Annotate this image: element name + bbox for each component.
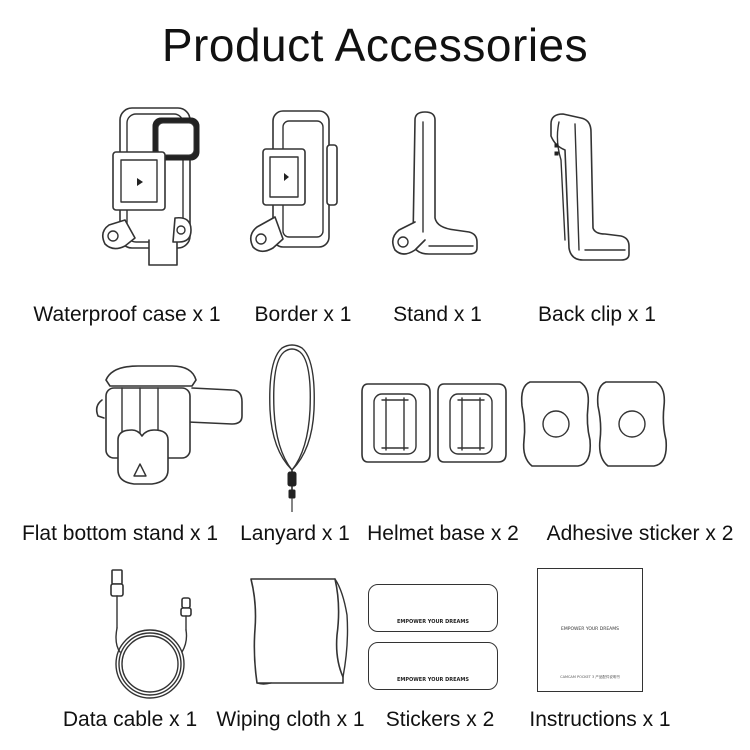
back-clip-label: Back clip x 1 xyxy=(538,303,656,326)
flat-bottom-stand-icon xyxy=(95,365,243,485)
wiping-cloth-label: Wiping cloth x 1 xyxy=(216,708,365,731)
adhesive-sticker-label: Adhesive sticker x 2 xyxy=(546,522,734,545)
stand-icon xyxy=(391,111,478,255)
data-cable-icon xyxy=(110,569,192,699)
sticker-card-text: EMPOWER YOUR DREAMS xyxy=(396,677,470,683)
adhesive-sticker-icon xyxy=(520,381,668,467)
helmet-base-icon xyxy=(361,383,507,463)
sticker-card-2: EMPOWER YOUR DREAMS xyxy=(368,642,498,690)
sticker-card-1: EMPOWER YOUR DREAMS xyxy=(368,584,498,632)
instructions-header-text: EMPOWER YOUR DREAMS xyxy=(561,627,619,632)
instructions-booklet: EMPOWER YOUR DREAMS CAMCAM POCKET 3 产品配件… xyxy=(537,568,643,692)
instructions-footer-text: CAMCAM POCKET 3 产品配件说明书 xyxy=(560,675,620,679)
waterproof-case-icon xyxy=(101,107,200,266)
sticker-card-text: EMPOWER YOUR DREAMS xyxy=(396,619,470,625)
page-title: Product Accessories xyxy=(161,19,589,71)
border-label: Border x 1 xyxy=(254,303,352,326)
waterproof-case-label: Waterproof case x 1 xyxy=(33,303,221,326)
lanyard-label: Lanyard x 1 xyxy=(240,522,350,545)
border-frame-icon xyxy=(249,110,338,253)
helmet-base-label: Helmet base x 2 xyxy=(367,522,519,545)
data-cable-label: Data cable x 1 xyxy=(62,708,198,731)
back-clip-icon xyxy=(550,113,630,261)
wiping-cloth-icon xyxy=(250,578,349,685)
stickers-label: Stickers x 2 xyxy=(385,708,495,731)
flat-bottom-stand-label: Flat bottom stand x 1 xyxy=(21,522,219,545)
instructions-label: Instructions x 1 xyxy=(529,708,671,731)
lanyard-icon xyxy=(269,344,315,512)
stand-label: Stand x 1 xyxy=(393,303,482,326)
